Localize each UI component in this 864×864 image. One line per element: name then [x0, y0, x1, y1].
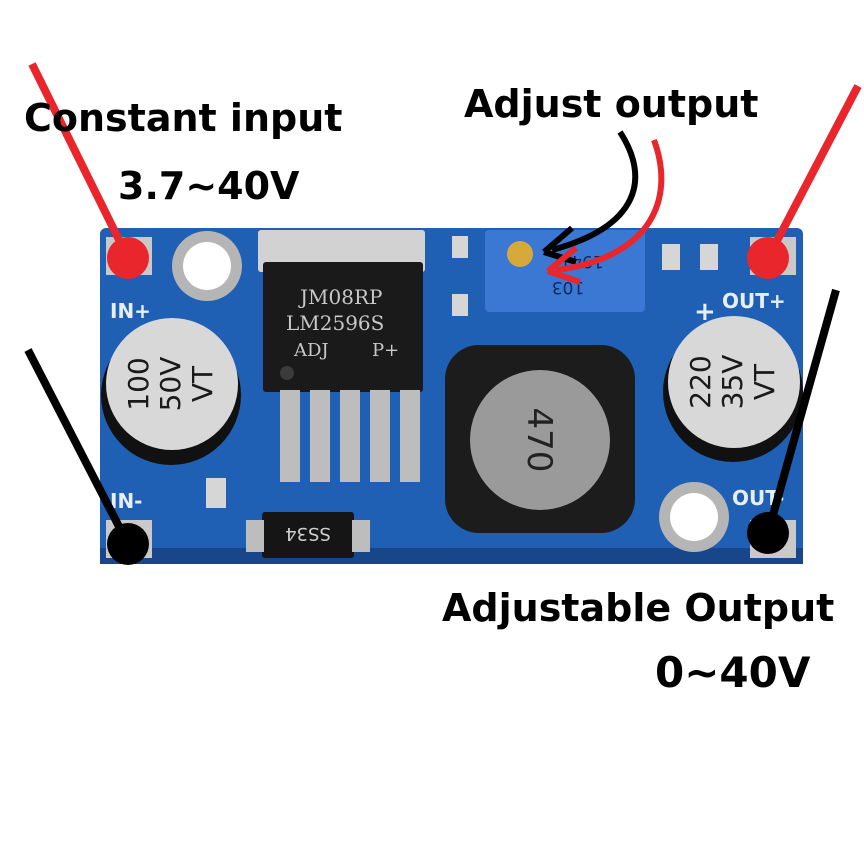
- diode-lead-left: [246, 520, 264, 552]
- cap-in-body: [106, 318, 238, 450]
- silk-out-plus: OUT+: [722, 289, 786, 313]
- potentiometer-screw: [507, 241, 533, 267]
- smd-component: [452, 236, 468, 258]
- silk-in-minus: IN-: [110, 489, 142, 513]
- regulator-pin: [370, 390, 390, 482]
- input-voltage-range-label: 3.7~40V: [118, 164, 300, 208]
- regulator-tab: [258, 230, 425, 272]
- output-voltage-range-label: 0~40V: [655, 648, 811, 697]
- smd-component: [452, 294, 468, 316]
- adjust-arrow-black: [551, 130, 639, 253]
- cap-out-marking-2: 35V: [716, 355, 749, 410]
- smd-component: [206, 478, 226, 508]
- adjust-output-label: Adjust output: [464, 82, 759, 126]
- inductor-core: [470, 370, 610, 510]
- regulator-pin: [400, 390, 420, 482]
- diode-lead-right: [352, 520, 370, 552]
- cap-out-marking-3: VT: [748, 363, 781, 400]
- output-positive-marker-line: [764, 84, 862, 260]
- diode-body: [262, 512, 354, 558]
- cap-in-marking-1: 100: [122, 357, 155, 410]
- constant-input-label: Constant input: [24, 96, 343, 140]
- adjust-arrow-red: [555, 138, 665, 273]
- regulator-body: [263, 262, 423, 392]
- input-positive-marker-dot: [107, 237, 149, 279]
- regulator-marking-1: JM08RP: [298, 285, 382, 309]
- mounting-hole-left-inner: [183, 242, 231, 290]
- regulator-pin: [310, 390, 330, 482]
- silk-plus-mark: +: [694, 297, 716, 327]
- regulator-pin: [340, 390, 360, 482]
- adjustable-output-label: Adjustable Output: [442, 586, 835, 630]
- cap-out-body: [668, 316, 800, 448]
- regulator-marking-2: LM2596S: [286, 311, 384, 335]
- smd-component: [700, 244, 718, 270]
- silk-in-plus: IN+: [110, 299, 151, 323]
- input-positive-marker-line: [28, 62, 132, 260]
- inductor-marking: 470: [519, 408, 559, 473]
- input-negative-marker-dot: [107, 523, 149, 565]
- regulator-marking-4: P+: [372, 340, 399, 361]
- diode-marking: SS34: [285, 523, 331, 544]
- input-negative-marker-line: [24, 348, 132, 546]
- adjust-arrow-black-head: [542, 225, 577, 265]
- output-negative-marker-dot: [747, 512, 789, 554]
- cap-in-marking-3: VT: [186, 365, 219, 402]
- cap-out-marking-1: 220: [684, 355, 717, 408]
- regulator-marking-3: ADJ: [293, 340, 329, 361]
- output-negative-marker-line: [764, 288, 840, 535]
- output-positive-marker-dot: [747, 237, 789, 279]
- regulator-pin: [280, 390, 300, 482]
- cap-in-marking-2: 50V: [154, 357, 187, 412]
- mounting-hole-right-inner: [670, 493, 718, 541]
- smd-component: [662, 244, 680, 270]
- adjust-arrow-red-head: [546, 245, 581, 285]
- regulator-pin1-dot: [280, 366, 294, 380]
